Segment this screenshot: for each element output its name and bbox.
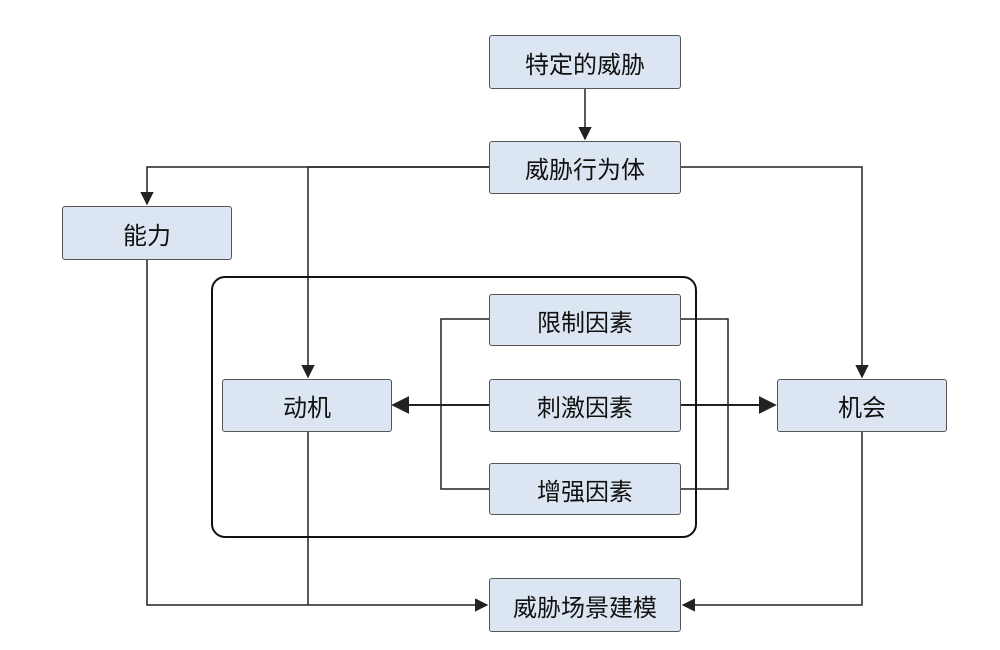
node-opportunity-label: 机会: [838, 394, 886, 422]
node-specific-threat-label: 特定的威胁: [525, 50, 645, 79]
node-threat-actor-label: 威胁行为体: [525, 156, 645, 184]
node-opportunity: 机会: [777, 379, 947, 432]
node-capability: 能力: [62, 206, 232, 260]
node-capability-label: 能力: [123, 221, 171, 250]
node-threat-actor: 威胁行为体: [489, 141, 681, 194]
node-motivation-label: 动机: [283, 394, 331, 422]
node-motivation: 动机: [222, 379, 392, 432]
node-scenario-modeling-label: 威胁场景建模: [513, 593, 657, 622]
edge-actor-to-capability: [140, 166, 489, 206]
factors-group-box: [211, 276, 697, 538]
node-stimulating-factors-label: 刺激因素: [537, 394, 633, 422]
edge-actor-to-opportunity: [681, 166, 869, 379]
edge-opportunity-to-modeling: [681, 432, 863, 612]
node-enhancing-factors-label: 增强因素: [537, 477, 633, 506]
edge-actor-to-motivation: [301, 166, 489, 379]
node-specific-threat: 特定的威胁: [489, 35, 681, 89]
node-stimulating-factors: 刺激因素: [489, 379, 681, 432]
node-scenario-modeling: 威胁场景建模: [489, 578, 681, 632]
node-limiting-factors-label: 限制因素: [537, 308, 633, 337]
edge-capability-to-modeling: [146, 260, 489, 612]
node-limiting-factors: 限制因素: [489, 294, 681, 346]
node-enhancing-factors: 增强因素: [489, 463, 681, 515]
